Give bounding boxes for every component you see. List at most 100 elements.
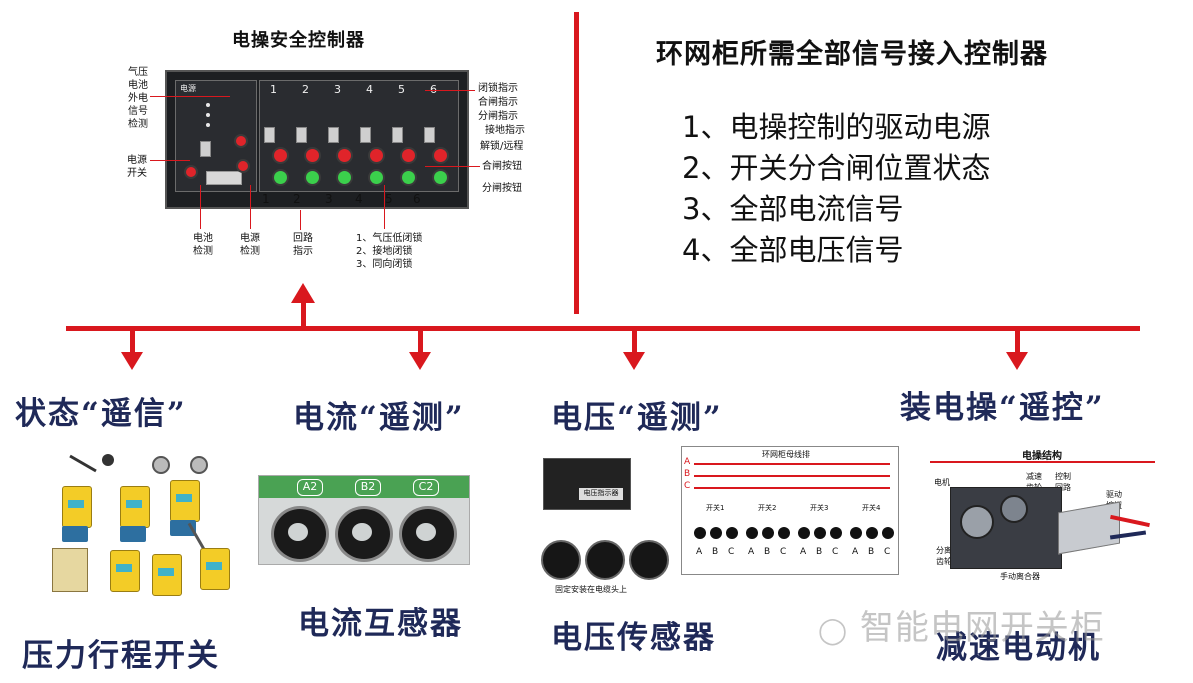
switch-label: 开关4	[862, 504, 881, 512]
right-annotation: 合闸按钮	[482, 161, 522, 172]
ct-ring	[271, 506, 329, 562]
vertical-divider-line	[574, 12, 579, 314]
ct-dot	[746, 527, 758, 539]
unlock-switch[interactable]	[424, 127, 435, 143]
switch-label	[68, 500, 84, 508]
watermark-text: 智能电网开关柜	[859, 608, 1105, 648]
voltage-sensor-photo: 电压指示器 固定安装在电缆头上	[533, 458, 673, 598]
ct-group	[692, 525, 742, 545]
bus-line	[694, 463, 890, 465]
up-arrow-stem	[301, 300, 306, 328]
sensor-disc	[629, 540, 669, 580]
battery-check-annotation: 电池 检测	[193, 233, 213, 257]
ct-dot	[710, 527, 722, 539]
phase-label: C	[780, 547, 787, 557]
open-button[interactable]	[306, 171, 319, 184]
wechat-icon: ◯	[818, 616, 849, 646]
ct-group	[848, 525, 898, 545]
open-button[interactable]	[434, 171, 447, 184]
category-label-status: 状态“遥信”	[15, 396, 187, 432]
sensor-caption: 固定安装在电缆头上	[555, 585, 627, 594]
motor-gear	[1000, 495, 1028, 523]
right-annotation: 接地指示	[485, 125, 525, 136]
key-switch[interactable]	[200, 141, 211, 157]
caption-gear-motor: 减速电动机	[936, 630, 1101, 666]
motor-title: 电操结构	[1022, 451, 1062, 462]
lever-ball	[102, 454, 114, 466]
watermark: ◯ 智能电网开关柜	[818, 600, 1105, 649]
lever-wheel	[152, 456, 170, 474]
pointer-line	[300, 210, 301, 230]
close-button[interactable]	[306, 149, 319, 162]
led-indicator	[206, 113, 210, 117]
red-button[interactable]	[238, 161, 248, 171]
close-button[interactable]	[338, 149, 351, 162]
unlock-switch[interactable]	[296, 127, 307, 143]
right-annotation: 解锁/远程	[480, 141, 524, 152]
controller-slot-panel: 1 2 3 4 5 6	[259, 80, 459, 192]
list-item: 1、电操控制的驱动电源	[682, 110, 991, 144]
switch-label	[126, 500, 142, 508]
close-button[interactable]	[274, 149, 287, 162]
motor-mechanism-photo: 电操结构 电机 减速齿轮 控制回路 驱动按钮 分离齿轮 手动离合器	[930, 447, 1155, 585]
power-button[interactable]	[186, 167, 196, 177]
unlock-switch[interactable]	[392, 127, 403, 143]
phase-label: B	[712, 547, 719, 557]
motor-label: 手动离合器	[1000, 572, 1040, 581]
bus-line	[694, 475, 890, 477]
switch-base	[62, 526, 88, 542]
bus-label: B	[684, 469, 691, 479]
ct-dot	[814, 527, 826, 539]
switch-label	[158, 568, 174, 576]
ct-dot	[882, 527, 894, 539]
ct-dot	[762, 527, 774, 539]
red-guide-line	[930, 461, 1155, 463]
wiring-title: 环网柜母线排	[762, 450, 810, 459]
pointer-line	[200, 185, 201, 229]
open-button[interactable]	[370, 171, 383, 184]
close-button[interactable]	[434, 149, 447, 162]
down-arrow-stem-3	[632, 330, 637, 354]
unlock-switch[interactable]	[360, 127, 371, 143]
ct-core	[288, 523, 308, 541]
red-button[interactable]	[236, 136, 246, 146]
horizontal-bus-line	[66, 326, 1140, 331]
slot-number: 1	[270, 83, 277, 96]
limit-switch	[110, 550, 140, 592]
list-item: 3、全部电流信号	[682, 192, 904, 226]
current-transformer-photo: A2 B2 C2	[258, 475, 470, 565]
category-label-remote-control: 装电操“遥控”	[900, 390, 1105, 426]
ct-group	[744, 525, 794, 545]
ct-label: C2	[413, 479, 439, 496]
switch-label: 开关3	[810, 504, 829, 512]
bus-label: C	[684, 481, 691, 491]
ct-core	[352, 523, 372, 541]
motor-label: 控制回路	[1055, 472, 1071, 492]
ct-dot	[866, 527, 878, 539]
signal-annotation: 气压 电池 外电 信号 检测	[128, 67, 148, 130]
down-arrow-stem-4	[1015, 330, 1020, 354]
open-button[interactable]	[274, 171, 287, 184]
close-button[interactable]	[402, 149, 415, 162]
right-annotation: 分闸按钮	[482, 183, 522, 194]
phase-label: A	[748, 547, 755, 557]
caption-current-transformer: 电流互感器	[298, 606, 463, 642]
ct-dot	[694, 527, 706, 539]
led-indicator	[206, 123, 210, 127]
slot-number: 5	[398, 83, 405, 96]
bus-line	[694, 487, 890, 489]
open-button[interactable]	[338, 171, 351, 184]
down-arrow-stem-2	[418, 330, 423, 354]
motor-gear	[960, 505, 994, 539]
control-board	[1058, 501, 1120, 555]
slot-number: 5	[385, 192, 393, 206]
open-button[interactable]	[402, 171, 415, 184]
ct-dot	[830, 527, 842, 539]
wiring-diagram: 环网柜母线排 A B C 开关1 开关2 开关3 开关4 A B C A B C…	[681, 446, 899, 575]
unlock-switch[interactable]	[264, 127, 275, 143]
down-arrow-icon	[409, 352, 431, 370]
close-button[interactable]	[370, 149, 383, 162]
pointer-line	[150, 160, 190, 161]
pointer-line	[425, 90, 475, 91]
unlock-switch[interactable]	[328, 127, 339, 143]
